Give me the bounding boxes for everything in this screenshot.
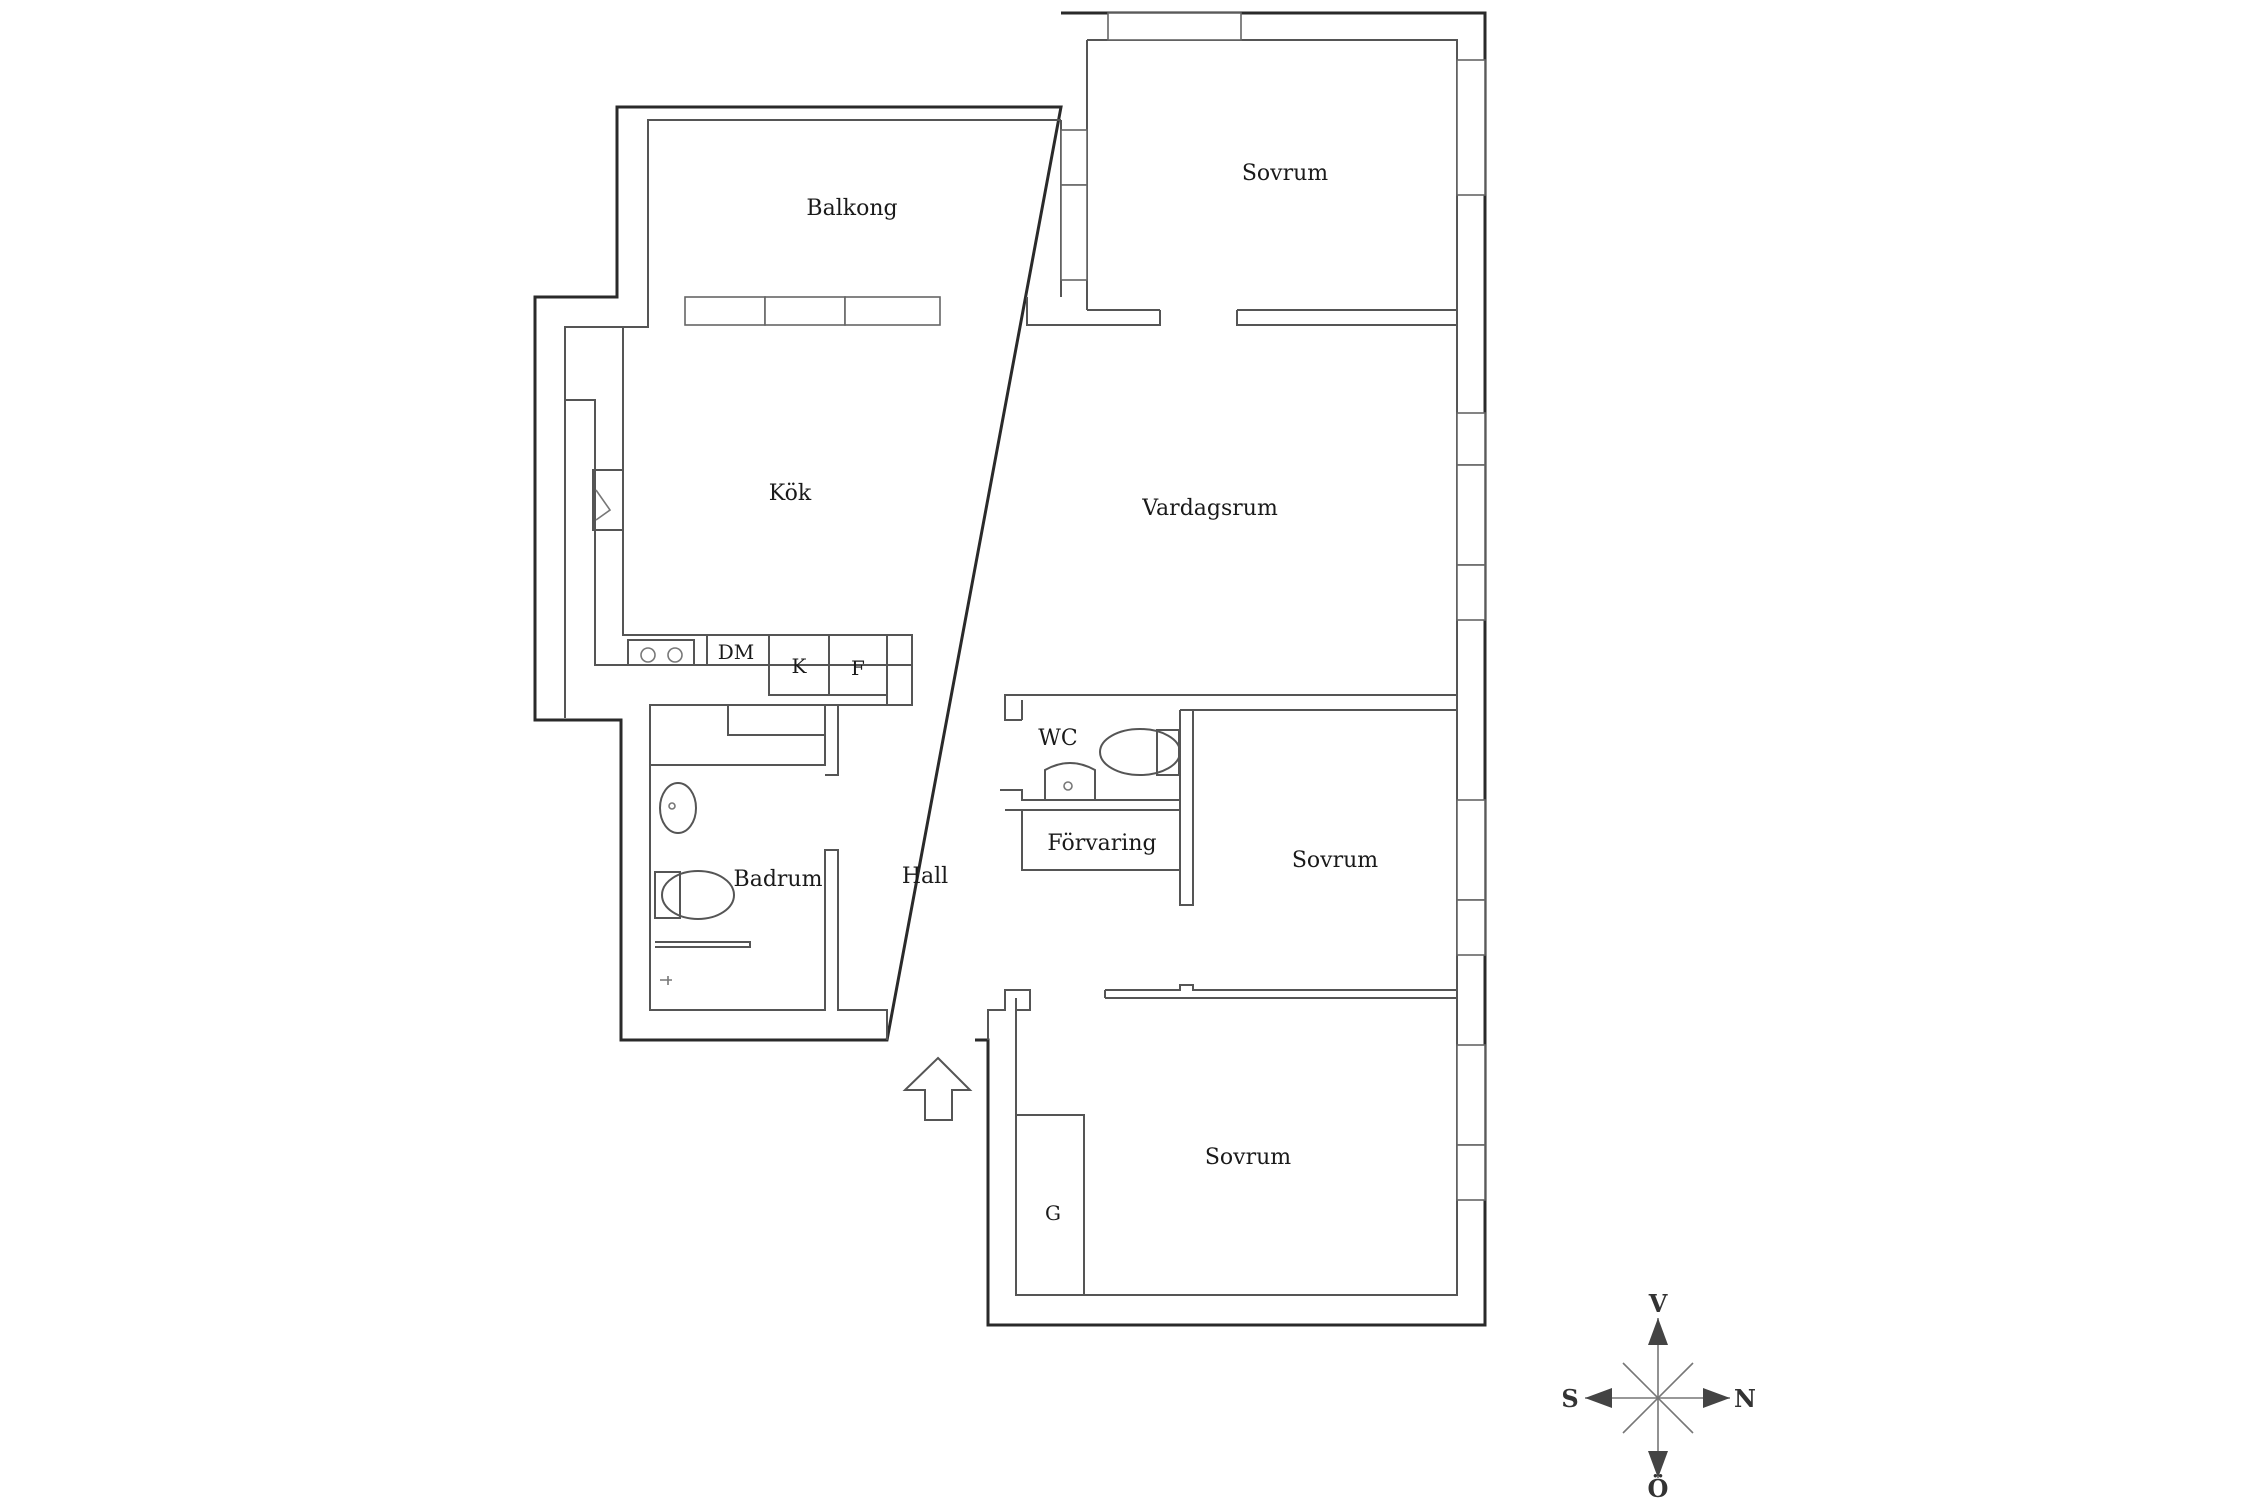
outer-walls xyxy=(533,11,1487,1327)
fixture-label-freezer: F xyxy=(851,656,865,680)
kitchen-counter xyxy=(565,326,913,706)
bathroom-fixtures xyxy=(654,782,751,985)
compass-arrow-right-icon xyxy=(1703,1388,1730,1408)
compass-arrow-left-icon xyxy=(1585,1388,1612,1408)
compass-arrow-up-icon xyxy=(1648,1318,1668,1345)
room-label-hall: Hall xyxy=(902,864,948,889)
compass-label-right: N xyxy=(1734,1384,1756,1413)
room-label-vardagsrum: Vardagsrum xyxy=(1141,496,1278,521)
room-label-kok: Kök xyxy=(769,481,812,506)
room-label-wc: WC xyxy=(1038,726,1077,751)
compass-label-left: S xyxy=(1561,1384,1578,1413)
wc-sink-icon xyxy=(1063,781,1073,791)
fixture-labels: DM K F G xyxy=(718,640,1061,1225)
bathroom-sink-icon xyxy=(659,782,697,834)
room-labels: Balkong Sovrum Kök Vardagsrum WC Förvari… xyxy=(734,161,1379,1170)
fixture-label-wardrobe: G xyxy=(1045,1201,1061,1225)
compass-arrow-down-icon xyxy=(1648,1451,1668,1478)
room-label-sovrum-bottom: Sovrum xyxy=(1205,1145,1291,1170)
fixture-label-fridge: K xyxy=(792,654,808,678)
wc-toilet-icon xyxy=(1099,728,1181,776)
interior-walls xyxy=(649,297,1457,1296)
room-label-sovrum-mid: Sovrum xyxy=(1292,848,1378,873)
fixture-label-dishwasher: DM xyxy=(718,640,755,664)
wc-fixtures xyxy=(1044,728,1181,800)
bathroom-toilet-icon xyxy=(661,870,735,920)
room-label-badrum: Badrum xyxy=(734,867,823,892)
compass-label-bottom: Ö xyxy=(1648,1474,1669,1500)
room-label-balkong: Balkong xyxy=(806,196,897,221)
entrance-arrow-icon xyxy=(902,1056,973,1121)
compass: V S N Ö xyxy=(1561,1289,1756,1500)
room-label-forvaring: Förvaring xyxy=(1047,831,1156,856)
windows xyxy=(684,12,1486,1201)
compass-label-top: V xyxy=(1648,1289,1668,1318)
room-label-sovrum-top: Sovrum xyxy=(1242,161,1328,186)
